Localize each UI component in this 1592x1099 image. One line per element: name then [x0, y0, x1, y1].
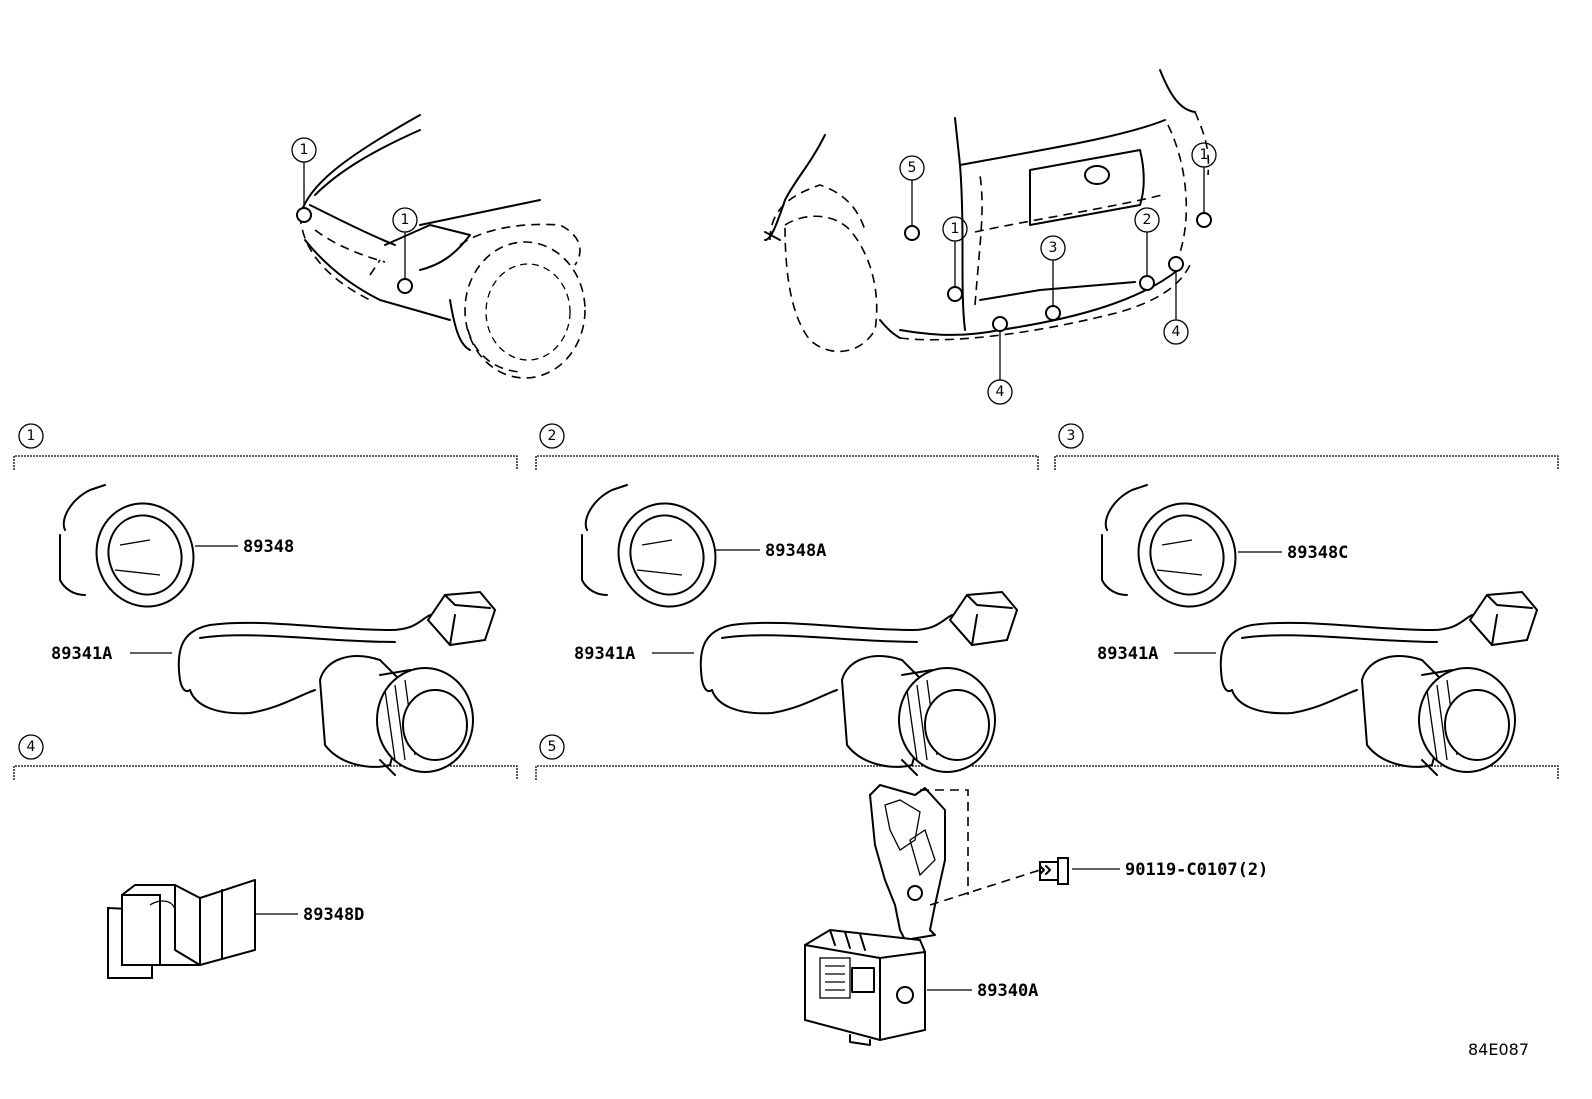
svg-text:4: 4 — [1172, 324, 1181, 340]
callout-rear-2: 2 — [1134, 207, 1160, 233]
part-89348A-label: 89348A — [765, 541, 826, 561]
section-4-number: 4 — [27, 739, 36, 755]
svg-text:2: 2 — [1143, 212, 1152, 228]
part-89348D-label: 89348D — [303, 905, 364, 925]
svg-text:4: 4 — [996, 384, 1005, 400]
section-3-assembly — [1101, 484, 1538, 776]
callout-rear-4-bottom: 4 — [987, 379, 1013, 405]
svg-text:1: 1 — [951, 221, 960, 237]
section-brackets: 1 2 3 4 5 — [13, 423, 1559, 780]
sensor-markers — [296, 162, 1212, 380]
section-1-assembly — [59, 484, 496, 776]
part-89340A-label: 89340A — [977, 981, 1038, 1001]
svg-text:1: 1 — [401, 212, 410, 228]
callout-rear-1-right: 1 — [1191, 142, 1217, 168]
callout-front-left-top: 1 — [291, 137, 317, 163]
rear-vehicle-view — [764, 69, 1210, 353]
section-2-assembly — [581, 484, 1018, 776]
callout-rear-1-left: 1 — [942, 216, 968, 242]
retainer-89348D-drawing: 89348D — [107, 879, 364, 979]
diagram-reference-number: 84E087 — [1468, 1040, 1529, 1059]
callout-rear-4-right: 4 — [1163, 319, 1189, 345]
part-89341A-label-2: 89341A — [574, 644, 635, 664]
section-3-number: 3 — [1067, 428, 1076, 444]
callout-front-center: 1 — [392, 207, 418, 233]
part-90119-label: 90119-C0107(2) — [1125, 860, 1268, 880]
section-5-number: 5 — [548, 739, 557, 755]
section-2-labels: 89348A 89341A — [574, 541, 826, 664]
section-3-labels: 89348C 89341A — [1097, 543, 1348, 664]
svg-text:3: 3 — [1049, 240, 1058, 256]
part-89341A-label-3: 89341A — [1097, 644, 1158, 664]
callout-rear-3: 3 — [1040, 235, 1066, 261]
callout-rear-5: 5 — [899, 155, 925, 181]
svg-text:1: 1 — [300, 142, 309, 158]
svg-text:1: 1 — [1200, 147, 1209, 163]
part-89348-label: 89348 — [243, 537, 294, 557]
section-1-labels: 89348 89341A — [51, 537, 294, 664]
vehicle-callouts: 1 1 5 1 3 2 1 4 — [291, 137, 1217, 405]
computer-bracket-drawing: 90119-C0107(2) 89340A — [804, 784, 1268, 1046]
svg-text:5: 5 — [908, 160, 917, 176]
part-89348C-label: 89348C — [1287, 543, 1348, 563]
section-1-number: 1 — [27, 428, 36, 444]
front-vehicle-view — [299, 114, 586, 379]
part-89341A-label-1: 89341A — [51, 644, 112, 664]
section-2-number: 2 — [548, 428, 557, 444]
